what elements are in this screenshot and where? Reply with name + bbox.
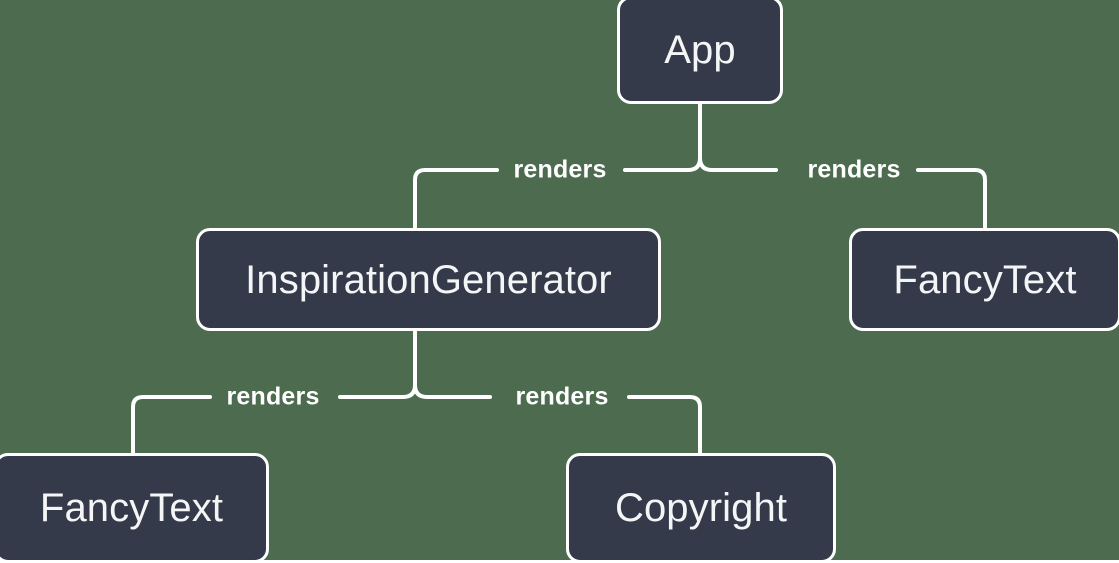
node-fancytext-right[interactable]: FancyText [849, 228, 1119, 331]
edge-app-stem-right [698, 99, 714, 172]
node-copyright-label: Copyright [614, 486, 788, 530]
node-inspiration-generator-label: InspirationGenerator [245, 257, 612, 302]
node-app[interactable]: App [617, 0, 783, 104]
node-fancytext-right-label: FancyText [893, 257, 1077, 302]
edge-app-to-fancytext-bus-outer [916, 168, 987, 230]
edge-app-to-inspiration-bus-outer [413, 168, 499, 230]
node-fancytext-left-label: FancyText [39, 486, 224, 530]
edge-label-app-renders-fancytext: renders [807, 155, 901, 184]
node-app-label: App [664, 28, 736, 72]
node-copyright[interactable]: Copyright [566, 453, 836, 563]
edge-label-inspiration-renders-fancytext: renders [226, 382, 320, 411]
edge-inspiration-to-copyright-bus-outer [627, 395, 702, 455]
edge-label-app-renders-inspiration: renders [513, 155, 607, 184]
node-inspiration-generator[interactable]: InspirationGenerator [196, 228, 661, 331]
edge-inspiration-stem-right [413, 329, 429, 399]
edge-label-inspiration-renders-copyright: renders [515, 382, 609, 411]
node-fancytext-left[interactable]: FancyText [0, 453, 269, 563]
edge-inspiration-to-fancytext-bus-outer [131, 395, 212, 455]
